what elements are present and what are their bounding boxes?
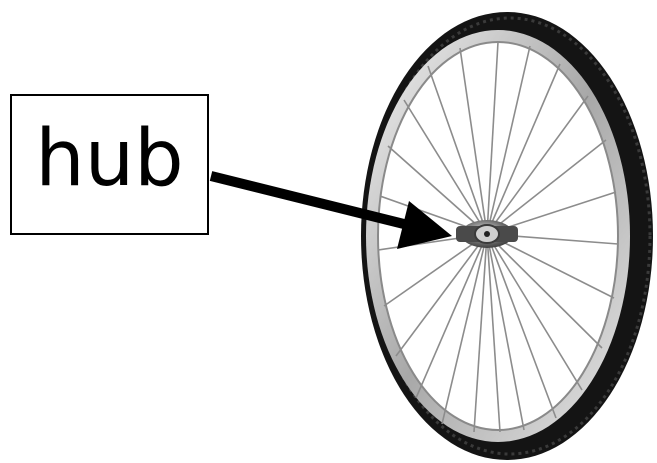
hub-label-box: hub xyxy=(10,94,209,235)
hub-label: hub xyxy=(35,120,183,210)
